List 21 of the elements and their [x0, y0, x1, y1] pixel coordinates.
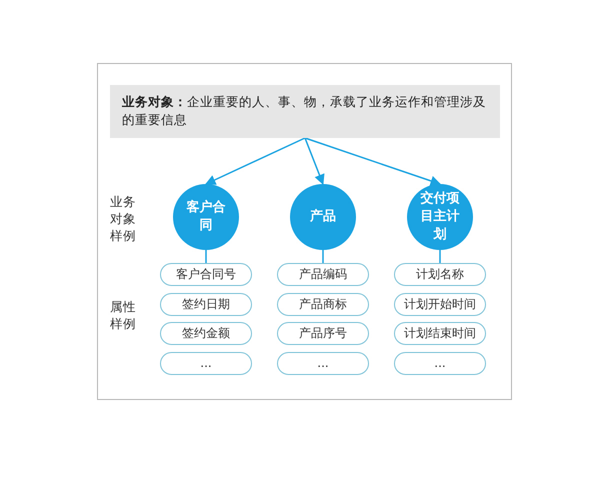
- attribute-pill: 计划结束时间: [394, 322, 486, 345]
- connector-line: [439, 250, 441, 263]
- arrow: [304, 137, 441, 186]
- attribute-pill: 签约日期: [160, 292, 252, 316]
- connector-line: [205, 250, 207, 263]
- attribute-pill: 计划开始时间: [394, 292, 486, 316]
- attribute-pill: 计划名称: [394, 263, 486, 286]
- arrow: [205, 137, 306, 185]
- attribute-pill: 产品序号: [277, 322, 369, 345]
- row-label: 属性样例: [110, 298, 137, 332]
- attribute-pill: ...: [394, 352, 486, 374]
- arrow: [304, 138, 324, 185]
- attribute-pill: ...: [277, 352, 369, 374]
- connector-line: [322, 250, 324, 263]
- attribute-pill: 客户合同号: [160, 263, 252, 286]
- attribute-pill: ...: [160, 352, 252, 374]
- attribute-pill: 产品商标: [277, 292, 369, 316]
- attribute-pill: 产品编码: [277, 263, 369, 286]
- attribute-pill: 签约金额: [160, 322, 252, 345]
- header-box: 业务对象：企业重要的人、事、物，承载了业务运作和管理涉及的重要信息: [110, 85, 500, 138]
- row-label: 业务对象样例: [110, 193, 137, 244]
